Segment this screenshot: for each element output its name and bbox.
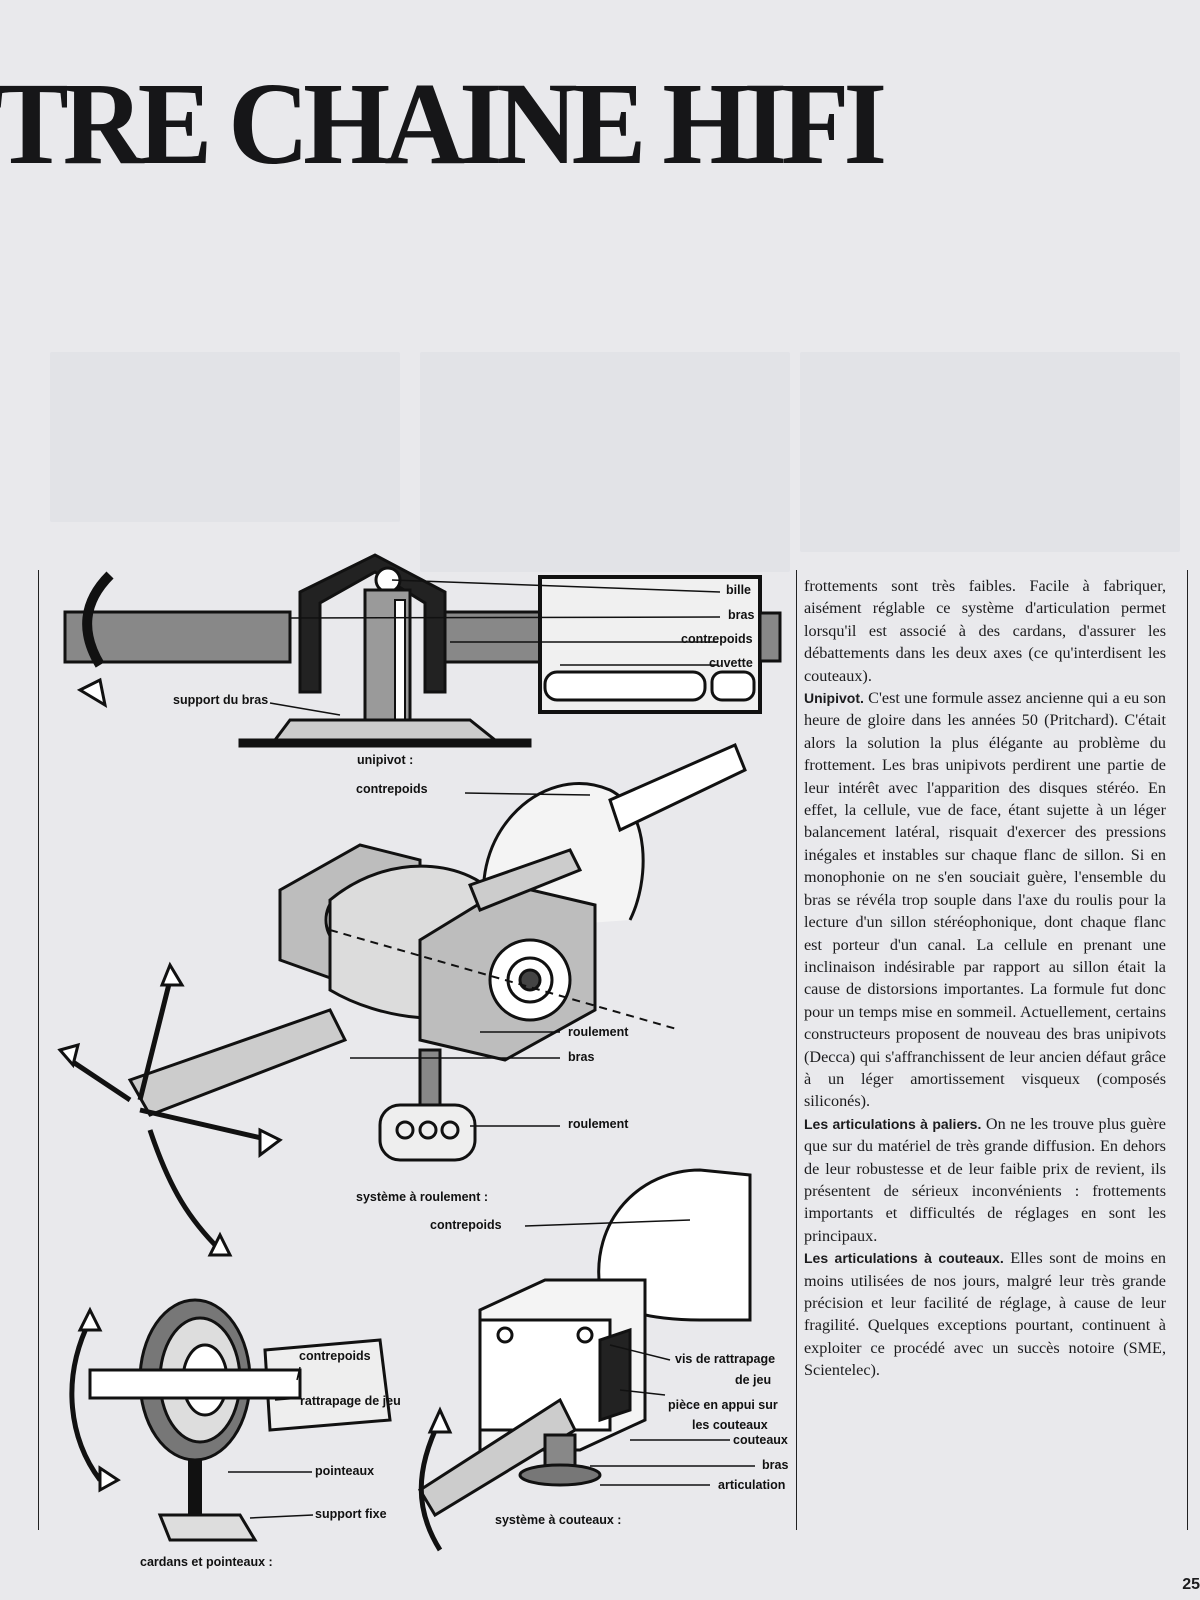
- column-rule-right: [796, 570, 797, 1530]
- label-bras-2: bras: [568, 1050, 595, 1064]
- label-roulement-1: roulement: [568, 1025, 629, 1039]
- headline: TRE CHAINE HIFI: [0, 58, 887, 190]
- label-roulement-2: roulement: [568, 1117, 629, 1131]
- label-articulation: articulation: [718, 1478, 786, 1492]
- paragraph-1: frottements sont très faibles. Facile à …: [804, 577, 1166, 685]
- label-cardans-pointeaux: cardans et pointeaux :: [140, 1555, 273, 1569]
- show-through-block-1: [50, 352, 400, 522]
- couteaux-diagram: [417, 1168, 752, 1552]
- label-contrepoids-4: contrepoids: [299, 1349, 371, 1363]
- label-contrepoids: contrepoids: [681, 632, 753, 646]
- roulement-diagram: [57, 743, 747, 1257]
- paragraph-3-body: On ne les trouve plus guère que sur du m…: [804, 1114, 1166, 1245]
- label-vis-rattrapage-2: de jeu: [735, 1373, 772, 1387]
- label-unipivot: unipivot :: [357, 753, 414, 767]
- label-pointeaux: pointeaux: [315, 1464, 375, 1478]
- label-contrepoids-2: contrepoids: [356, 782, 428, 796]
- label-vis-rattrapage-1: vis de rattrapage: [675, 1352, 776, 1366]
- label-rattrapage-de-jeu: rattrapage de jeu: [300, 1394, 401, 1408]
- label-bras: bras: [728, 608, 755, 622]
- show-through-block-3: [800, 352, 1180, 552]
- label-bras-3: bras: [762, 1458, 789, 1472]
- label-cuvette: cuvette: [709, 656, 753, 670]
- subheading-paliers: Les articulations à paliers.: [804, 1115, 982, 1132]
- label-systeme-roulement: système à roulement :: [356, 1190, 488, 1204]
- paragraph-2-body: C'est une formule assez ancienne qui a e…: [804, 689, 1166, 1111]
- paragraph-4: Les articulations à couteaux. Elles sont…: [804, 1247, 1166, 1381]
- leader-lines: [228, 579, 755, 1519]
- subheading-couteaux: Les articulations à couteaux.: [804, 1250, 1004, 1267]
- label-couteaux: couteaux: [733, 1433, 788, 1447]
- subheading-unipivot: Unipivot.: [804, 690, 864, 707]
- label-support-fixe: support fixe: [315, 1507, 387, 1521]
- paragraph-4-body: Elles sont de moins en moins utilisées d…: [804, 1249, 1167, 1380]
- tonearm-pivot-illustrations: [57, 553, 782, 1552]
- label-bille: bille: [726, 583, 752, 597]
- cardans-diagram: [69, 1298, 392, 1542]
- label-systeme-couteaux: système à couteaux :: [495, 1513, 622, 1527]
- page-number: 25: [1182, 1576, 1200, 1593]
- label-support-du-bras: support du bras: [173, 693, 269, 707]
- unipivot-diagram: [63, 553, 782, 748]
- show-through-block-2: [420, 352, 790, 572]
- label-contrepoids-3: contrepoids: [430, 1218, 502, 1232]
- column-rule-edge: [1187, 570, 1188, 1530]
- article-column: frottements sont très faibles. Facile à …: [804, 575, 1166, 1382]
- label-piece-appui-1: pièce en appui sur: [668, 1398, 778, 1412]
- label-piece-appui-2: les couteaux: [692, 1418, 768, 1432]
- paragraph-3: Les articulations à paliers. On ne les t…: [804, 1113, 1166, 1247]
- paragraph-2: Unipivot. C'est une formule assez ancien…: [804, 687, 1166, 1113]
- column-rule-left: [38, 570, 39, 1530]
